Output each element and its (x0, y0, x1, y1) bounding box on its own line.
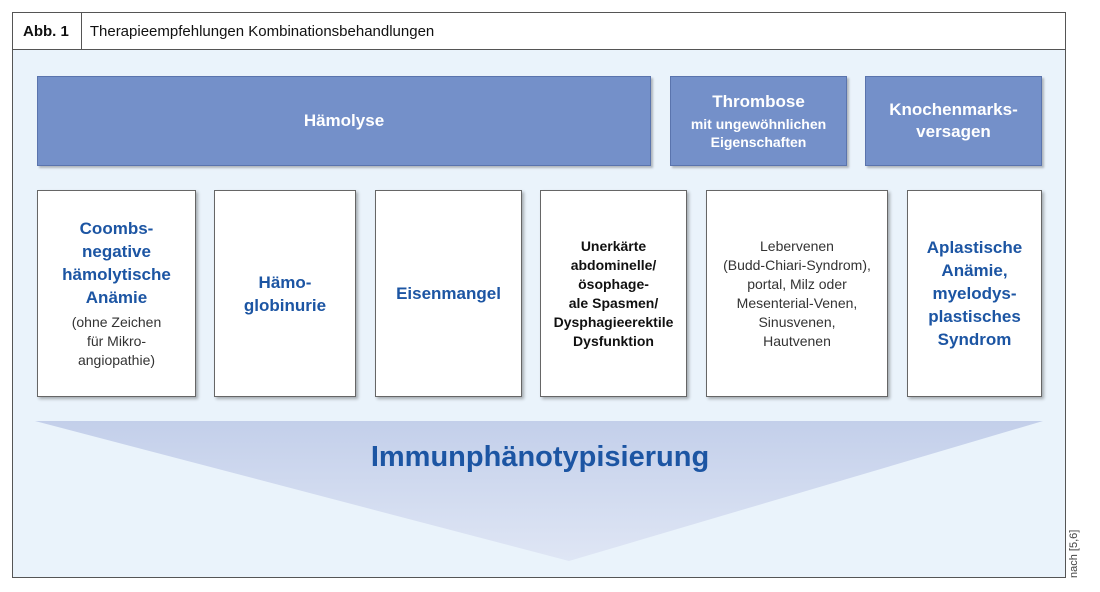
card-line: hämolytische (62, 265, 171, 284)
card-line: globinurie (243, 295, 327, 315)
category-label: versagen (916, 122, 991, 141)
card-line: Mesenterial-Venen, (736, 294, 858, 311)
category-haemolyse: Hämolyse (37, 76, 651, 166)
card-line: ösophage- (578, 275, 649, 292)
card-line: Hämo- (258, 272, 312, 292)
card-coombs: Coombs- negative hämolytische Anämie (oh… (37, 190, 196, 397)
card-line: myelodys- (932, 284, 1017, 303)
arrow-label: Immunphänotypisierung (370, 441, 710, 473)
category-sublabel: Eigenschaften (710, 134, 807, 150)
card-line: Aplastische (926, 238, 1023, 257)
figure-header: Abb. 1 Therapieempfehlungen Kombinations… (13, 13, 1065, 50)
card-note: angiopathie) (77, 352, 156, 368)
card-line: Dysfunktion (573, 332, 654, 349)
card-line: portal, Milz oder (747, 275, 847, 292)
card-eisenmangel: Eisenmangel (375, 190, 522, 397)
card-line: abdominelle/ (570, 256, 657, 273)
card-line: plastisches (928, 307, 1021, 326)
card-line: Sinusvenen, (758, 313, 836, 330)
source-note: nach [5,6] (1068, 529, 1080, 578)
card-line: ale Spasmen/ (568, 294, 659, 311)
category-knochenmarksversagen: Knochenmarks- versagen (865, 76, 1042, 166)
card-line: Dysphagieerektile (553, 313, 674, 330)
card-aplastisch: Aplastische Anämie, myelodys- plastische… (907, 190, 1042, 397)
category-label: Hämolyse (303, 111, 385, 130)
card-spasmen: Unerkärte abdominelle/ ösophage- ale Spa… (540, 190, 687, 397)
card-line: Eisenmangel (396, 284, 501, 303)
category-label: Thrombose (712, 92, 805, 111)
category-thrombose: Thrombose mit ungewöhnlichen Eigenschaft… (670, 76, 847, 166)
card-line: Hautvenen (763, 332, 831, 349)
figure-title: Therapieempfehlungen Kombinationsbehandl… (89, 22, 435, 40)
card-line: negative (82, 242, 151, 261)
figure-label: Abb. 1 (13, 13, 82, 49)
figure-frame: Abb. 1 Therapieempfehlungen Kombinations… (12, 12, 1066, 578)
card-line: Unerkärte (580, 237, 647, 254)
card-line: (Budd-Chiari-Syndrom), (723, 256, 871, 273)
arrow-shape (35, 421, 1043, 561)
card-note: (ohne Zeichen (71, 314, 162, 330)
card-line: Syndrom (937, 330, 1012, 349)
card-line: Anämie, (941, 261, 1008, 280)
card-venen: Lebervenen (Budd-Chiari-Syndrom), portal… (706, 190, 888, 397)
category-sublabel: mit ungewöhnlichen (690, 116, 827, 132)
card-line: Anämie (85, 288, 148, 307)
card-line: Coombs- (79, 219, 154, 238)
card-haemoglobinurie: Hämo- globinurie (214, 190, 356, 397)
card-note: für Mikro- (86, 333, 147, 349)
category-label: Knochenmarks- (889, 100, 1018, 119)
card-line: Lebervenen (760, 237, 834, 254)
